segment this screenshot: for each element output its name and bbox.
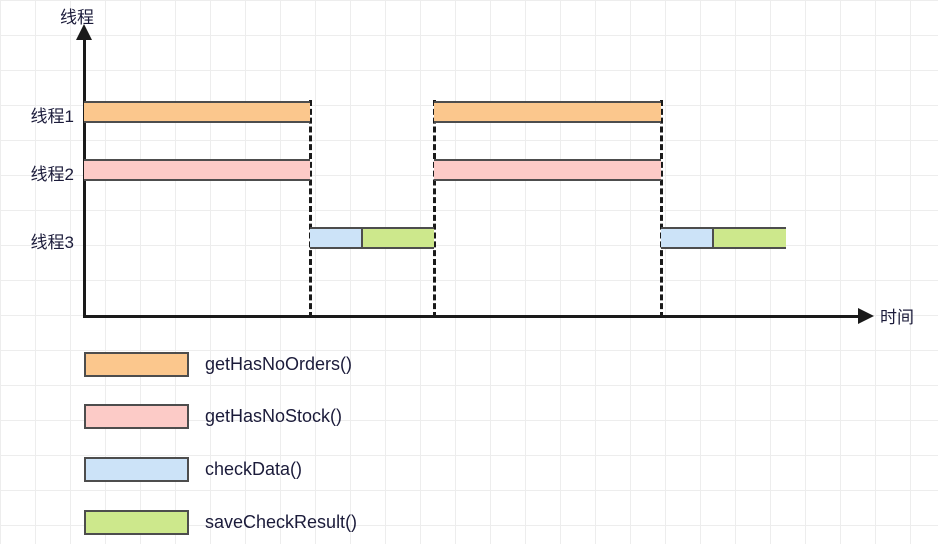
bar-thread2-4 [434, 159, 661, 181]
legend-swatch-2 [84, 404, 189, 429]
lane-label-thread1: 线程1 [30, 107, 74, 126]
x-axis-line [83, 315, 862, 318]
bar-segment-checkdata [310, 229, 361, 247]
bar-segment-gethasnostock [434, 161, 661, 179]
bar-thread3-6 [661, 227, 786, 249]
legend-label-3: checkData() [205, 459, 303, 479]
lane-label-thread2: 线程2 [30, 165, 74, 184]
legend-swatch-4 [84, 510, 189, 535]
bar-segment-savecheckresult [361, 229, 434, 247]
lane-label-thread3: 线程3 [30, 233, 74, 252]
legend-swatch-3 [84, 457, 189, 482]
divider-line-1 [309, 100, 312, 318]
bar-segment-gethasnostock [84, 161, 310, 179]
x-axis-arrow-icon [858, 308, 874, 324]
bar-thread1-2 [434, 101, 661, 123]
legend-swatch-1 [84, 352, 189, 377]
divider-line-3 [660, 100, 663, 318]
bar-segment-gethasnoorders [434, 103, 661, 121]
bar-segment-gethasnoorders [84, 103, 310, 121]
bar-thread3-5 [310, 227, 434, 249]
legend-label-1: getHasNoOrders() [205, 354, 353, 374]
y-axis-title: 线程 [60, 8, 94, 27]
y-axis-arrow-icon [76, 24, 92, 40]
x-axis-title: 时间 [880, 308, 914, 327]
bar-segment-checkdata [661, 229, 712, 247]
legend-label-4: saveCheckResult() [205, 512, 358, 532]
bar-segment-savecheckresult [712, 229, 786, 247]
divider-line-2 [433, 100, 436, 318]
bar-thread1-1 [84, 101, 310, 123]
legend-label-2: getHasNoStock() [205, 406, 343, 426]
bar-thread2-3 [84, 159, 310, 181]
